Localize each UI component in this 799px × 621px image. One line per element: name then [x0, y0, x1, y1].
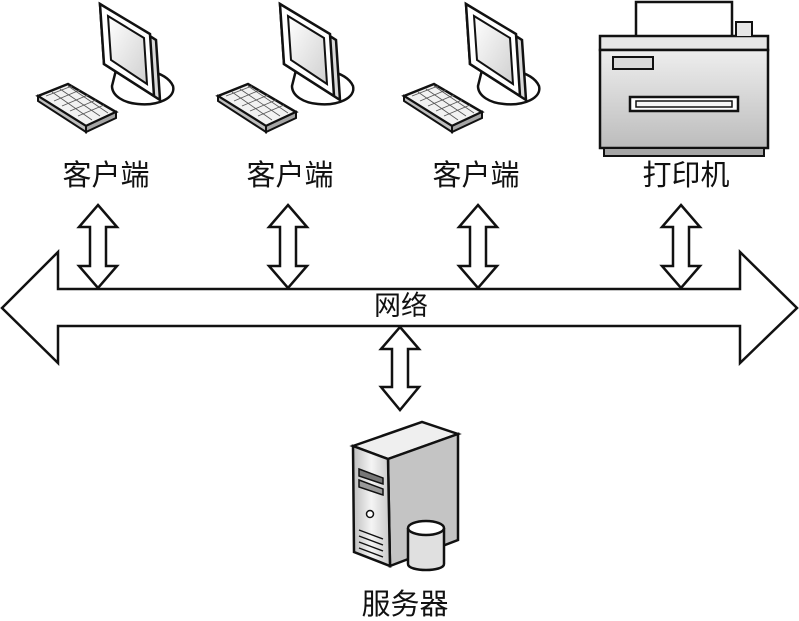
client-1-computer-icon: [36, 2, 175, 134]
client-3-connector: [456, 203, 500, 290]
server-connector: [378, 325, 422, 412]
server-label: 服务器: [361, 587, 449, 621]
printer-label: 打印机: [642, 158, 730, 192]
network-label: 网络: [372, 291, 430, 322]
client-2-connector: [266, 203, 310, 290]
client-3-computer-icon: [402, 2, 541, 134]
client-2-computer-icon: [216, 2, 355, 134]
server-tower-icon: [349, 420, 462, 572]
printer-icon: [598, 0, 770, 157]
client-2-label: 客户端: [246, 158, 334, 192]
printer-connector: [659, 203, 703, 290]
client-1-label: 客户端: [62, 158, 150, 192]
client-3-label: 客户端: [432, 158, 520, 192]
client-1-connector: [76, 203, 120, 290]
